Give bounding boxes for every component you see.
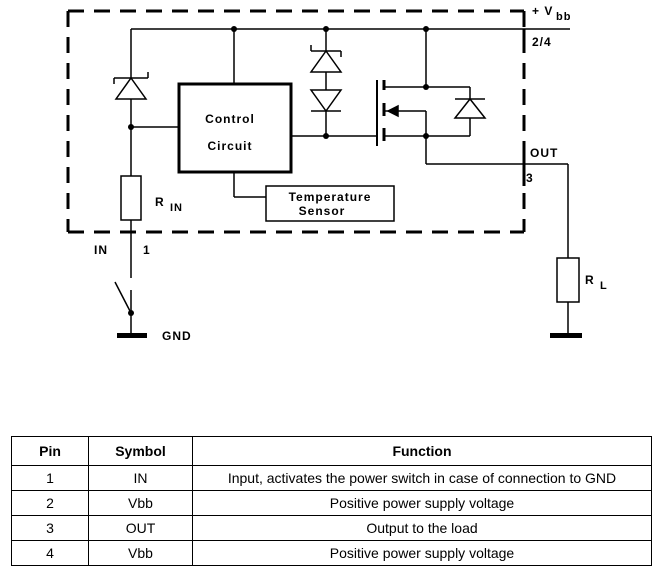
load-resistor (556, 257, 580, 303)
function-cell: Positive power supply voltage (192, 490, 652, 516)
in-label: IN (94, 243, 108, 257)
symbol-cell: OUT (88, 515, 193, 541)
pin-cell: 4 (11, 540, 89, 566)
function-cell: Output to the load (192, 515, 652, 541)
gnd-symbol (550, 333, 582, 338)
header-function: Function (192, 436, 652, 466)
header-symbol: Symbol (88, 436, 193, 466)
temp-label-line2: Sensor (299, 204, 346, 218)
input-resistor (120, 175, 142, 221)
circuit-schematic: Control Circuit Temperature Sensor + V b… (66, 4, 608, 343)
symbol-cell: IN (88, 465, 193, 491)
rin-subscript: IN (170, 202, 183, 214)
rin-label: R (155, 195, 165, 209)
pin-cell: 3 (11, 515, 89, 541)
control-label-line2: Circuit (207, 139, 252, 153)
input-switch (114, 281, 132, 314)
out-label: OUT (530, 146, 558, 160)
table-row: 1 IN Input, activates the power switch i… (11, 465, 652, 491)
input-zener-diode (113, 72, 149, 100)
table-header-row: Pin Symbol Function (11, 436, 652, 466)
gate-clamp-diodes (309, 29, 343, 136)
function-cell: Input, activates the power switch in cas… (192, 465, 652, 491)
pin-out-label: 3 (526, 171, 534, 185)
rl-subscript: L (600, 280, 608, 292)
body-diode (453, 97, 487, 119)
symbol-cell: Vbb (88, 540, 193, 566)
device-boundary (66, 9, 526, 234)
table-row: 4 Vbb Positive power supply voltage (11, 540, 652, 566)
vbb-label: + V (532, 4, 553, 18)
temp-label-line1: Temperature (289, 190, 372, 204)
control-circuit-box (177, 82, 293, 174)
table-row: 3 OUT Output to the load (11, 515, 652, 541)
symbol-cell: Vbb (88, 490, 193, 516)
pin-in-label: 1 (143, 243, 151, 257)
pin-cell: 1 (11, 465, 89, 491)
gnd-symbol (117, 333, 147, 338)
function-cell: Positive power supply voltage (192, 540, 652, 566)
temperature-sensor-box (265, 185, 395, 222)
pin-definition-table: Pin Symbol Function 1 IN Input, activate… (11, 436, 652, 566)
vbb-subscript: bb (556, 11, 571, 23)
node-dot (128, 124, 134, 130)
gnd-label: GND (162, 329, 192, 343)
control-label-line1: Control (205, 112, 255, 126)
power-mosfet (376, 29, 471, 164)
rl-label: R (585, 273, 595, 287)
pin-cell: 2 (11, 490, 89, 516)
table-row: 2 Vbb Positive power supply voltage (11, 490, 652, 516)
header-pin: Pin (11, 436, 89, 466)
pin-vbb-label: 2/4 (532, 35, 552, 49)
input-branch (130, 29, 179, 313)
